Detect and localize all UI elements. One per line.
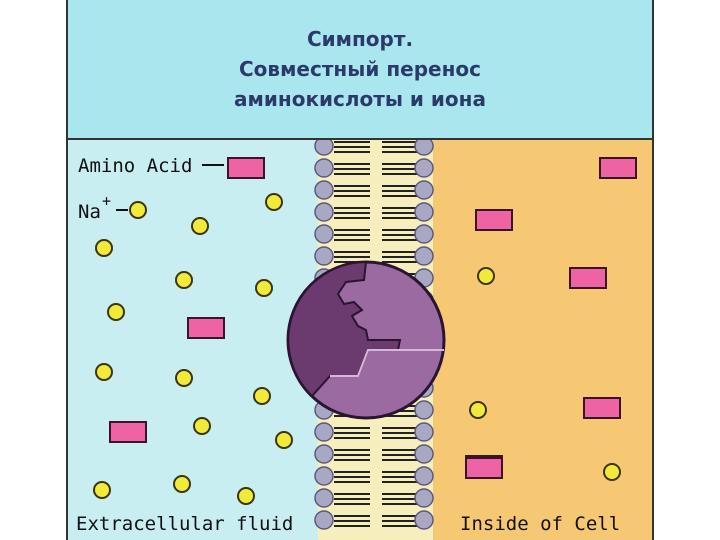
lipid-head: [314, 444, 334, 464]
sodium-ion: [477, 267, 495, 285]
inside-cell-region: [433, 140, 652, 540]
inside-cell-label: Inside of Cell: [460, 513, 620, 535]
symport-illustration: Amino Acid Na + Extracellular fluid Insi…: [68, 140, 652, 540]
legend: Amino Acid Na +: [78, 155, 224, 223]
lipid-head: [414, 158, 434, 178]
amino-acid-molecule: [187, 317, 225, 339]
lipid-head: [414, 224, 434, 244]
lipid-head: [414, 510, 434, 530]
sodium-ion: [107, 303, 125, 321]
extracellular-label: Extracellular fluid: [76, 513, 293, 535]
lipid-head: [314, 202, 334, 222]
lipid-head: [414, 202, 434, 222]
diagram-frame: Симпорт. Совместный перенос аминокислоты…: [66, 0, 654, 540]
amino-acid-molecule: [227, 157, 265, 179]
amino-acid-molecule: [599, 157, 637, 179]
sodium-ion: [191, 217, 209, 235]
lipid-head: [314, 488, 334, 508]
lipid-head: [314, 422, 334, 442]
lipid-head: [414, 488, 434, 508]
lipid-head: [414, 180, 434, 200]
sodium-ion: [193, 417, 211, 435]
lipid-head: [314, 224, 334, 244]
amino-acid-molecule: [569, 267, 607, 289]
amino-acid-molecule: [583, 397, 621, 419]
title-panel: Симпорт. Совместный перенос аминокислоты…: [68, 0, 652, 140]
sodium-ion: [175, 271, 193, 289]
sodium-ion: [173, 475, 191, 493]
sodium-ion: [237, 487, 255, 505]
lipid-head: [414, 466, 434, 486]
lipid-head: [314, 158, 334, 178]
lipid-head: [314, 180, 334, 200]
sodium-charge: +: [102, 192, 111, 210]
protein-binding-site: [330, 349, 444, 377]
symport-protein: [286, 260, 446, 420]
sodium-ion: [175, 369, 193, 387]
amino-acid-label: Amino Acid: [78, 155, 192, 177]
lipid-head: [314, 246, 334, 266]
title-line-3: аминокислоты и иона: [234, 87, 486, 111]
sodium-label: Na: [78, 201, 101, 223]
amino-acid-molecule: [109, 421, 147, 443]
sodium-ion: [93, 481, 111, 499]
lipid-head: [414, 140, 434, 156]
sodium-ion: [469, 401, 487, 419]
amino-acid-molecule: [475, 209, 513, 231]
lipid-head: [414, 246, 434, 266]
sodium-ion: [253, 387, 271, 405]
title-line-1: Симпорт.: [306, 27, 414, 51]
protein-channel-dark: [287, 260, 402, 398]
sodium-ion: [95, 239, 113, 257]
title-line-2: Совместный перенос: [239, 57, 481, 81]
molecules: [93, 157, 637, 505]
sodium-ion: [603, 463, 621, 481]
lipid-head: [314, 466, 334, 486]
lipid-head: [414, 444, 434, 464]
sodium-ion: [275, 431, 293, 449]
lipid-head: [314, 510, 334, 530]
sodium-ion: [265, 193, 283, 211]
sodium-ion: [255, 279, 273, 297]
membrane-scene: Amino Acid Na + Extracellular fluid Insi…: [68, 140, 652, 540]
amino-acid-molecule: [465, 457, 503, 479]
lipid-head: [414, 422, 434, 442]
lipid-head: [414, 400, 434, 420]
sodium-ion: [95, 363, 113, 381]
lipid-head: [314, 140, 334, 156]
sodium-ion: [129, 201, 147, 219]
